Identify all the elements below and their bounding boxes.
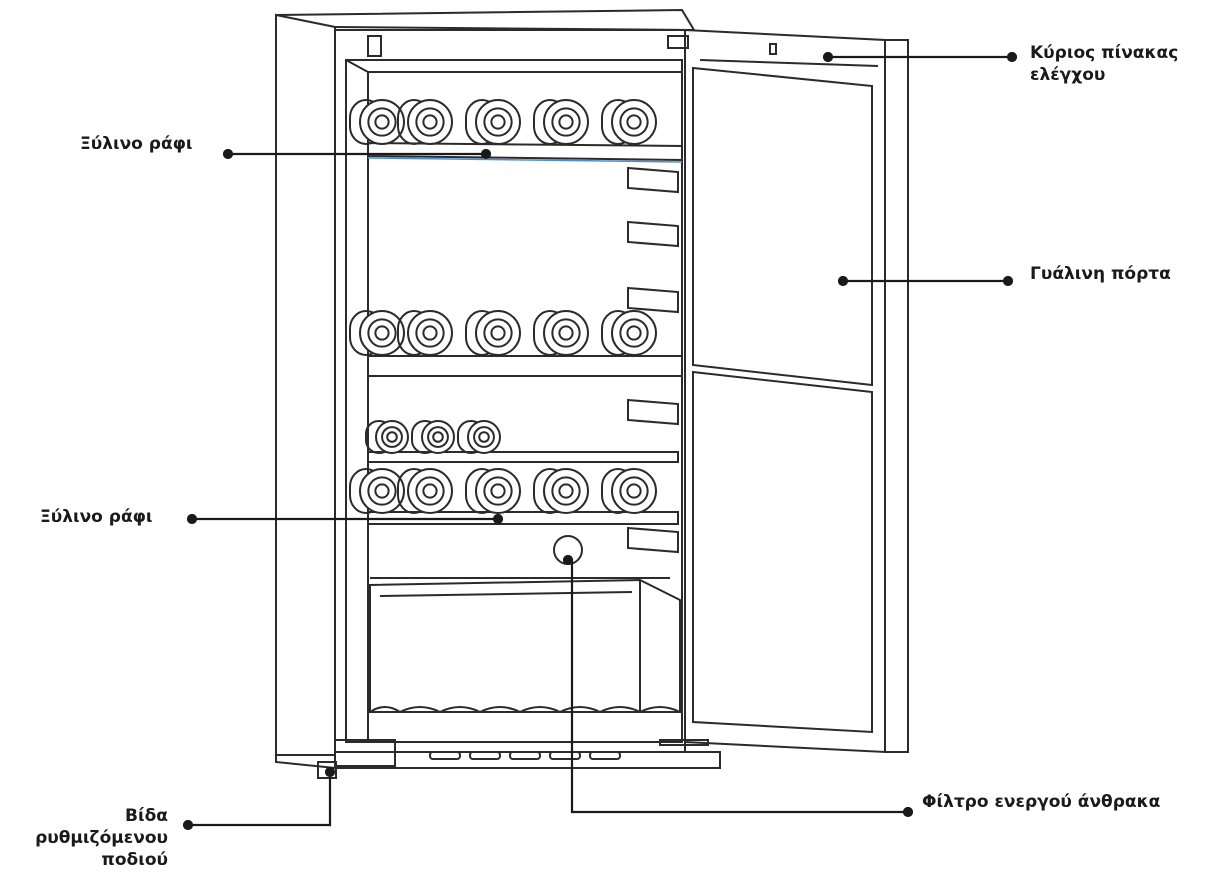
bottle-end <box>365 420 409 454</box>
door-bins <box>627 166 679 554</box>
bottle-end <box>533 310 589 356</box>
glass-door <box>659 28 909 754</box>
bottle-end <box>349 310 405 356</box>
bottle-end <box>601 310 657 356</box>
label-carbon-filter: Φίλτρο ενεργού άνθρακα <box>922 792 1161 812</box>
bottle-end <box>349 99 405 145</box>
bottle-end <box>411 420 455 454</box>
bottle-end <box>397 310 453 356</box>
bottle-end <box>533 468 589 514</box>
label-wooden-shelf-bottom: Ξύλινο ράφι <box>40 507 153 527</box>
label-glass-door: Γυάλινη πόρτα <box>1030 264 1171 284</box>
label-adjustable-foot: Βίδα ρυθμιζόμενου ποδιού <box>35 806 168 870</box>
bottle-end <box>601 99 657 145</box>
leader-glass-door <box>837 275 1014 287</box>
leader-adjustable-foot <box>182 766 336 831</box>
label-control-panel: Κύριος πίνακας ελέγχου <box>1030 43 1179 85</box>
bottle-end <box>465 468 521 514</box>
bottle-end <box>349 468 405 514</box>
bottle-end <box>533 99 589 145</box>
leader-wooden-shelf-bottom <box>186 513 504 525</box>
bottle-end <box>397 468 453 514</box>
wine-bottles <box>349 99 657 514</box>
bottle-end <box>457 420 501 454</box>
label-wooden-shelf-top: Ξύλινο ράφι <box>80 134 193 154</box>
bottle-end <box>397 99 453 145</box>
leader-carbon-filter <box>562 554 914 818</box>
bottle-end <box>601 468 657 514</box>
cabinet-base <box>275 739 721 779</box>
bottle-end <box>465 99 521 145</box>
leader-control-panel <box>822 51 1018 63</box>
leader-wooden-shelf-top <box>222 148 492 160</box>
bottom-drawer <box>369 578 681 714</box>
bottle-end <box>465 310 521 356</box>
